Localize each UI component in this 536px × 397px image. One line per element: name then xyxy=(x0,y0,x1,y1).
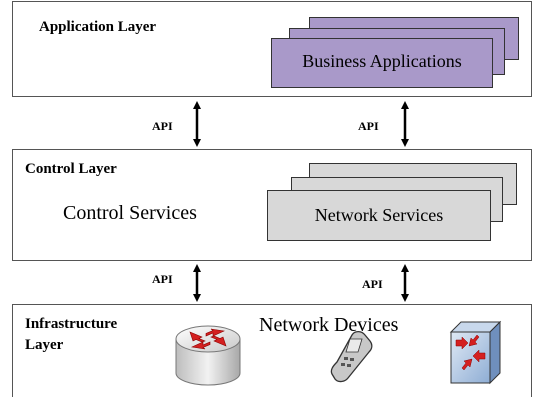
application-layer: Application Layer Business Applications xyxy=(12,1,532,97)
switch-icon xyxy=(449,320,502,385)
infrastructure-title-line1: Infrastructure xyxy=(25,316,118,332)
api-label-lower-left: API xyxy=(152,272,173,286)
network-services-card: Network Services xyxy=(267,190,491,241)
control-services-label: Control Services xyxy=(63,202,197,224)
infrastructure-layer-title: Infrastructure Layer xyxy=(25,314,117,356)
api-label-upper-right: API xyxy=(358,119,379,133)
infrastructure-title-line2: Layer xyxy=(25,337,64,353)
application-layer-title: Application Layer xyxy=(39,19,157,35)
control-layer-title: Control Layer xyxy=(25,161,117,177)
router-icon xyxy=(175,325,241,386)
api-label-lower-right: API xyxy=(362,277,383,291)
business-apps-label: Business Applications xyxy=(302,51,462,71)
network-devices-label: Network Devices xyxy=(259,314,399,336)
business-apps-card: Business Applications xyxy=(271,38,493,88)
network-services-label: Network Services xyxy=(314,205,444,225)
mobile-phone-icon xyxy=(330,330,373,383)
infrastructure-layer: Infrastructure Layer Network Devices xyxy=(12,304,532,397)
api-label-upper-left: API xyxy=(152,119,173,133)
control-layer: Control Layer Control Services Network S… xyxy=(12,149,532,261)
